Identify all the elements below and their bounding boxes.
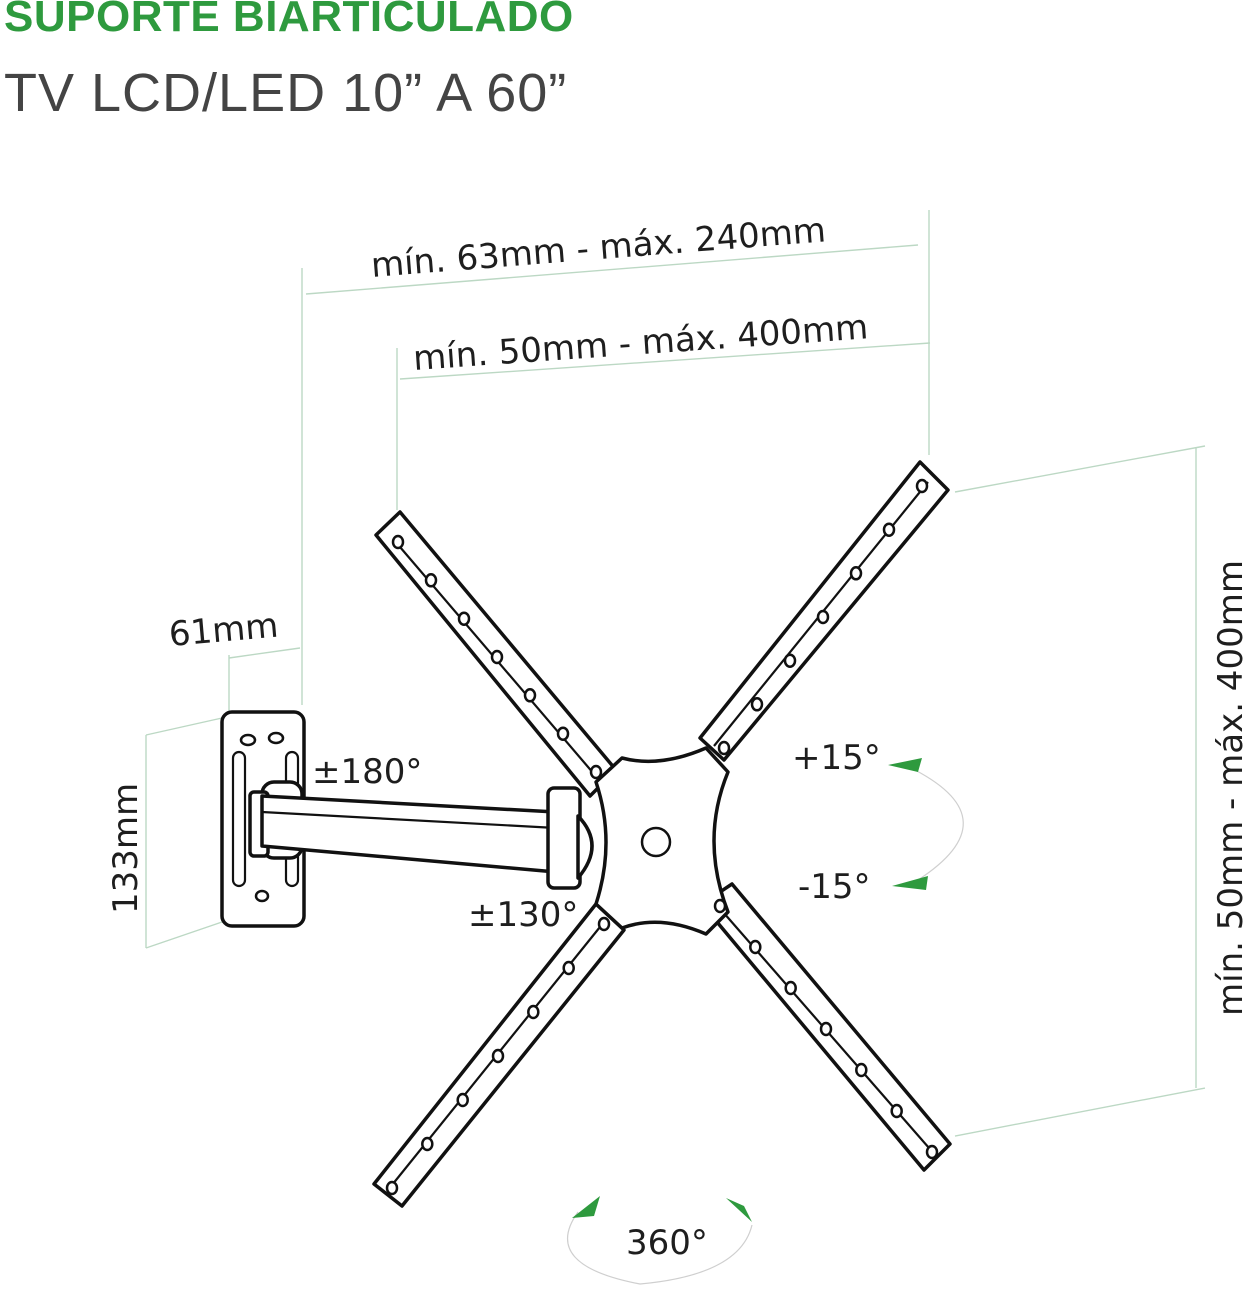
tilt-down-arrow-icon [892, 876, 928, 890]
slot-hole [816, 609, 830, 625]
arm [248, 780, 594, 890]
slot-hole [784, 980, 797, 996]
tilt-up-label: +15° [792, 738, 881, 778]
slot-hole [855, 1062, 868, 1078]
dimension-lines [145, 210, 1206, 1137]
motion-arcs [567, 758, 964, 1285]
plate-height-label: 133mm [106, 783, 146, 914]
vesa-horizontal-small-label: mín. 63mm - máx. 240mm [370, 210, 828, 286]
slot-hole [749, 939, 762, 955]
head-swivel-label: ±130° [468, 895, 578, 935]
rotation-label: 360° [626, 1223, 708, 1263]
slot-hole [562, 960, 575, 976]
slot-hole [849, 566, 863, 581]
slot-hole [457, 611, 471, 626]
angle-labels: ±180° ±130° +15° -15° 360° [312, 738, 881, 1263]
slot-hole [819, 1021, 833, 1037]
slot-hole [890, 1103, 903, 1119]
slot-hole [925, 1144, 939, 1160]
slot-hole [424, 573, 438, 588]
slot-hole [717, 740, 731, 756]
rotate-right-arrow-icon [726, 1198, 752, 1222]
slot-hole [589, 764, 603, 780]
tilt-up-arrow-icon [888, 758, 922, 772]
slot-hole [385, 1180, 399, 1196]
slot-hole [783, 653, 797, 668]
tilt-down-label: -15° [798, 867, 871, 907]
head-plate [594, 746, 730, 936]
page-title: SUPORTE BIARTICULADO [4, 0, 574, 41]
slot-hole [882, 522, 896, 537]
slot-hole [391, 534, 405, 550]
rotate-left-arrow-icon [572, 1196, 600, 1218]
vesa-vertical-label: mín. 50mm - máx. 400mm [1211, 560, 1248, 1016]
plate-width-label: 61mm [167, 606, 280, 655]
slot-hole [750, 697, 764, 712]
slot-hole [456, 1092, 469, 1108]
slot-hole [421, 1136, 434, 1152]
slot-hole [556, 726, 570, 741]
page-subtitle: TV LCD/LED 10” A 60” [4, 63, 568, 123]
slot-hole [915, 478, 929, 494]
slot-hole [491, 1048, 505, 1064]
slot-hole [597, 916, 611, 932]
slot-hole [490, 649, 504, 665]
slot-hole [713, 898, 727, 914]
bracket-holes [385, 478, 939, 1196]
slot-hole [527, 1004, 540, 1020]
arm-swivel-label: ±180° [312, 752, 422, 792]
slot-hole [523, 688, 537, 703]
vesa-horizontal-large-label: mín. 50mm - máx. 400mm [412, 307, 870, 379]
